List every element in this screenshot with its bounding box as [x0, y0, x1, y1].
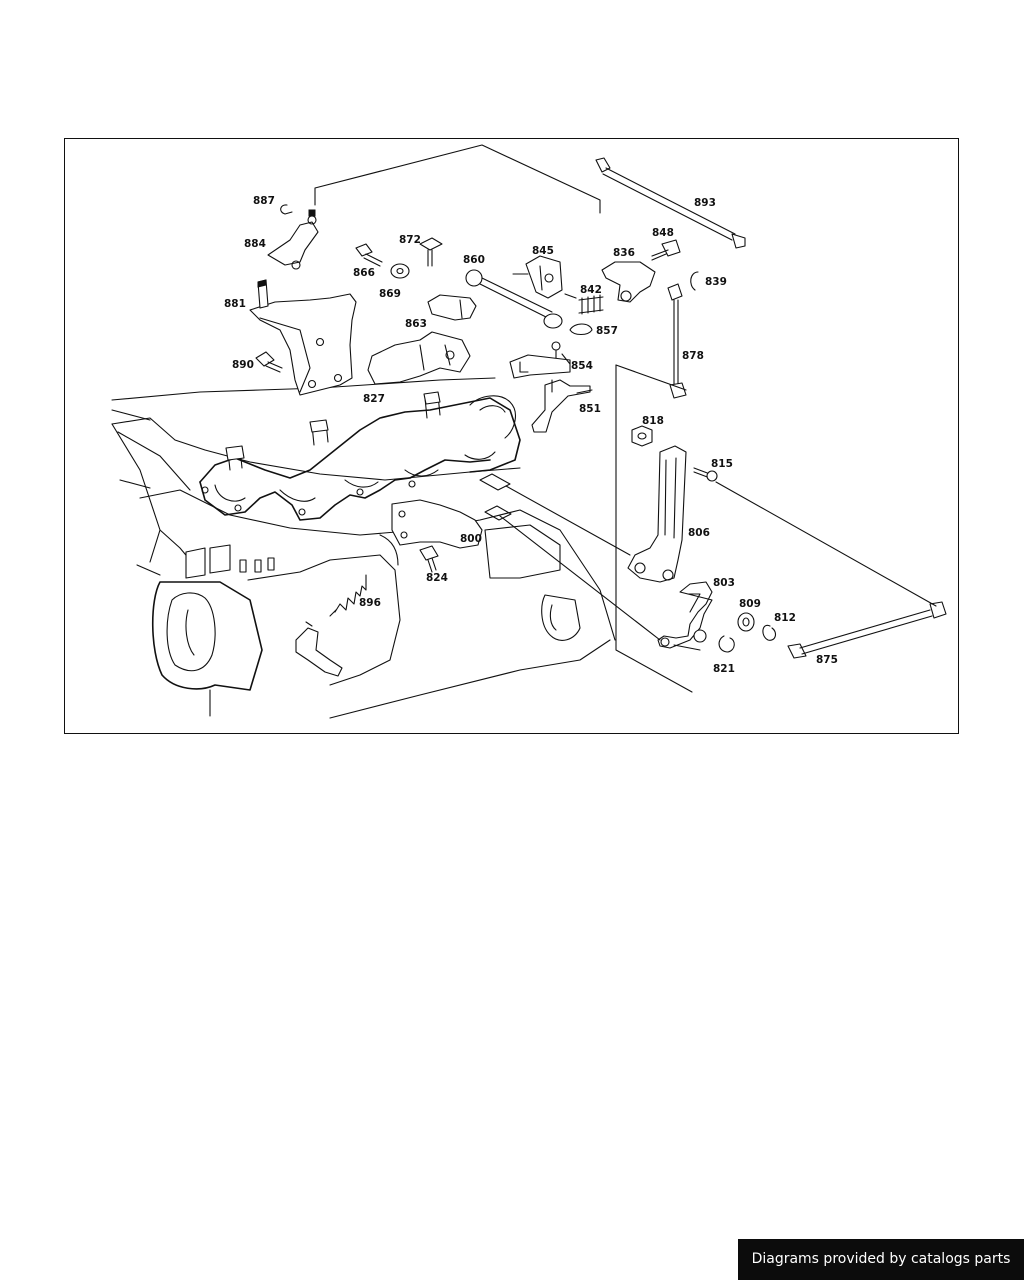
- bracket-827: [367, 331, 471, 385]
- label-821: 821: [713, 663, 735, 675]
- label-857: 857: [596, 325, 618, 337]
- screw-815: [693, 467, 718, 482]
- rod-878: [667, 283, 687, 399]
- label-812: 812: [774, 612, 796, 624]
- label-809: 809: [739, 598, 761, 610]
- bolt-872: [419, 237, 443, 267]
- label-806: 806: [688, 527, 710, 539]
- label-869: 869: [379, 288, 401, 300]
- bushing-809: [737, 612, 755, 632]
- label-836: 836: [613, 247, 635, 259]
- label-851: 851: [579, 403, 601, 415]
- spring-842: [578, 294, 604, 315]
- label-854: 854: [571, 360, 593, 372]
- rod-893: [595, 157, 746, 249]
- label-863: 863: [405, 318, 427, 330]
- bolt-848: [651, 239, 681, 261]
- washer-869: [390, 263, 410, 279]
- clip-812: [762, 624, 777, 641]
- clip-839: [690, 271, 699, 291]
- leader-lines: [314, 144, 937, 693]
- parts-diagram: 887 884 866 872 869 881 890 863 827 860 …: [111, 144, 947, 719]
- clip-857: [569, 323, 593, 336]
- label-842: 842: [580, 284, 602, 296]
- bolt-890: [255, 351, 283, 373]
- clamp-854: [509, 341, 571, 379]
- label-845: 845: [532, 245, 554, 257]
- label-839: 839: [705, 276, 727, 288]
- label-803: 803: [713, 577, 735, 589]
- footer-credit-badge: Diagrams provided by catalogs parts: [738, 1239, 1024, 1280]
- label-893: 893: [694, 197, 716, 209]
- lever-803: [657, 581, 713, 649]
- bracket-851: [531, 379, 591, 433]
- bolt-866: [355, 243, 383, 267]
- sensor-863: [427, 294, 477, 321]
- label-878: 878: [682, 350, 704, 362]
- label-890: 890: [232, 359, 254, 371]
- label-860: 860: [463, 254, 485, 266]
- bolt-824: [419, 545, 439, 573]
- label-872: 872: [399, 234, 421, 246]
- clip-821: [718, 635, 735, 653]
- label-848: 848: [652, 227, 674, 239]
- diagram-frame: [64, 138, 959, 734]
- label-818: 818: [642, 415, 664, 427]
- rod-875: [787, 601, 947, 659]
- rod-860: [465, 269, 563, 329]
- bracket-881: [249, 279, 357, 396]
- part-labels: 887 884 866 872 869 881 890 863 827 860 …: [224, 195, 838, 675]
- label-866: 866: [353, 267, 375, 279]
- lever-884: [267, 204, 319, 270]
- spring-896: [295, 574, 367, 677]
- label-887: 887: [253, 195, 275, 207]
- label-881: 881: [224, 298, 246, 310]
- label-815: 815: [711, 458, 733, 470]
- lever-836: [601, 261, 656, 303]
- label-875: 875: [816, 654, 838, 666]
- bracket-845: [525, 255, 563, 299]
- label-824: 824: [426, 572, 448, 584]
- label-800: 800: [460, 533, 482, 545]
- lever-806: [627, 445, 687, 583]
- label-896: 896: [359, 597, 381, 609]
- label-827: 827: [363, 393, 385, 405]
- label-884: 884: [244, 238, 266, 250]
- mounting-plate-800: [391, 473, 512, 549]
- nut-818: [631, 425, 653, 447]
- engine-block: [111, 377, 616, 719]
- exhaust-manifold: [199, 391, 521, 521]
